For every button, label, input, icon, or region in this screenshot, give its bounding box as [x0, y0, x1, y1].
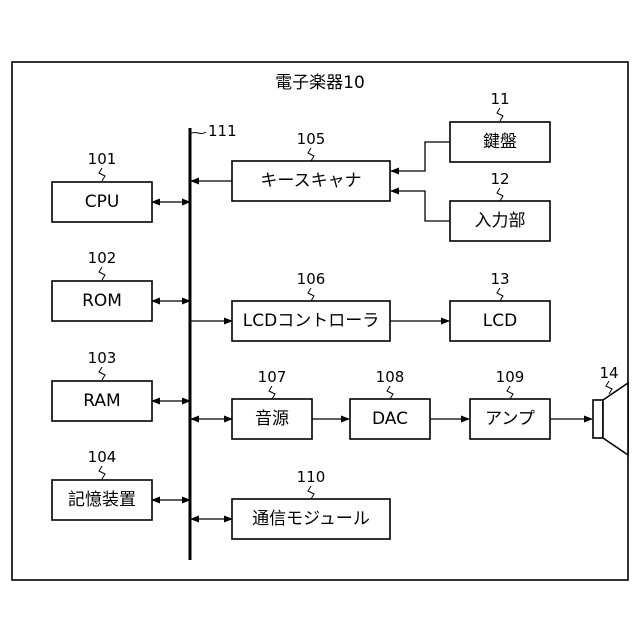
- block-keyboard-label: 鍵盤: [483, 132, 517, 152]
- block-amp-ref: 109: [496, 368, 525, 386]
- speaker-ref: 14: [599, 364, 618, 382]
- block-source-ref: 107: [258, 368, 287, 386]
- block-comm-ref: 110: [297, 468, 326, 486]
- block-rom-ref: 102: [88, 249, 117, 267]
- block-storage-ref: 104: [88, 448, 117, 466]
- block-comm-label: 通信モジュール: [252, 509, 370, 529]
- block-rom: ROM 102: [52, 249, 152, 321]
- block-input-ref: 12: [490, 170, 509, 188]
- speaker-icon: 14: [593, 364, 628, 455]
- block-scanner-ref: 105: [297, 130, 326, 148]
- block-keyboard: 鍵盤 11: [450, 90, 550, 162]
- block-lcd-ref: 13: [490, 270, 509, 288]
- block-lcdctrl: LCDコントローラ 106: [232, 270, 390, 341]
- block-amp: アンプ 109: [470, 368, 550, 439]
- block-lcdctrl-ref: 106: [297, 270, 326, 288]
- block-cpu-label: CPU: [85, 192, 120, 212]
- bus-ref: 111: [208, 122, 237, 140]
- arrow-input-scanner: [391, 191, 450, 221]
- block-lcdctrl-label: LCDコントローラ: [243, 311, 379, 331]
- block-ram-ref: 103: [88, 349, 117, 367]
- block-lcd-label: LCD: [483, 311, 517, 331]
- block-dac-ref: 108: [376, 368, 405, 386]
- block-cpu: CPU 101: [52, 150, 152, 222]
- block-rom-label: ROM: [82, 291, 122, 311]
- block-cpu-ref: 101: [88, 150, 117, 168]
- block-dac: DAC 108: [350, 368, 430, 439]
- block-ram: RAM 103: [52, 349, 152, 421]
- block-scanner: キースキャナ 105: [232, 130, 390, 201]
- block-input-label: 入力部: [475, 211, 526, 231]
- block-source: 音源 107: [232, 368, 312, 439]
- diagram-title: 電子楽器10: [275, 73, 365, 93]
- block-source-label: 音源: [255, 409, 289, 429]
- block-dac-label: DAC: [372, 409, 408, 429]
- block-amp-label: アンプ: [485, 409, 535, 429]
- bus-ref-leader: [190, 132, 206, 134]
- block-comm: 通信モジュール 110: [232, 468, 390, 539]
- arrow-keyboard-scanner: [391, 142, 450, 171]
- block-storage: 記憶装置 104: [52, 448, 152, 520]
- block-ram-label: RAM: [83, 391, 120, 411]
- block-input: 入力部 12: [450, 170, 550, 241]
- block-lcd: LCD 13: [450, 270, 550, 341]
- block-storage-label: 記憶装置: [68, 490, 136, 510]
- block-scanner-label: キースキャナ: [260, 171, 361, 191]
- block-keyboard-ref: 11: [490, 90, 509, 108]
